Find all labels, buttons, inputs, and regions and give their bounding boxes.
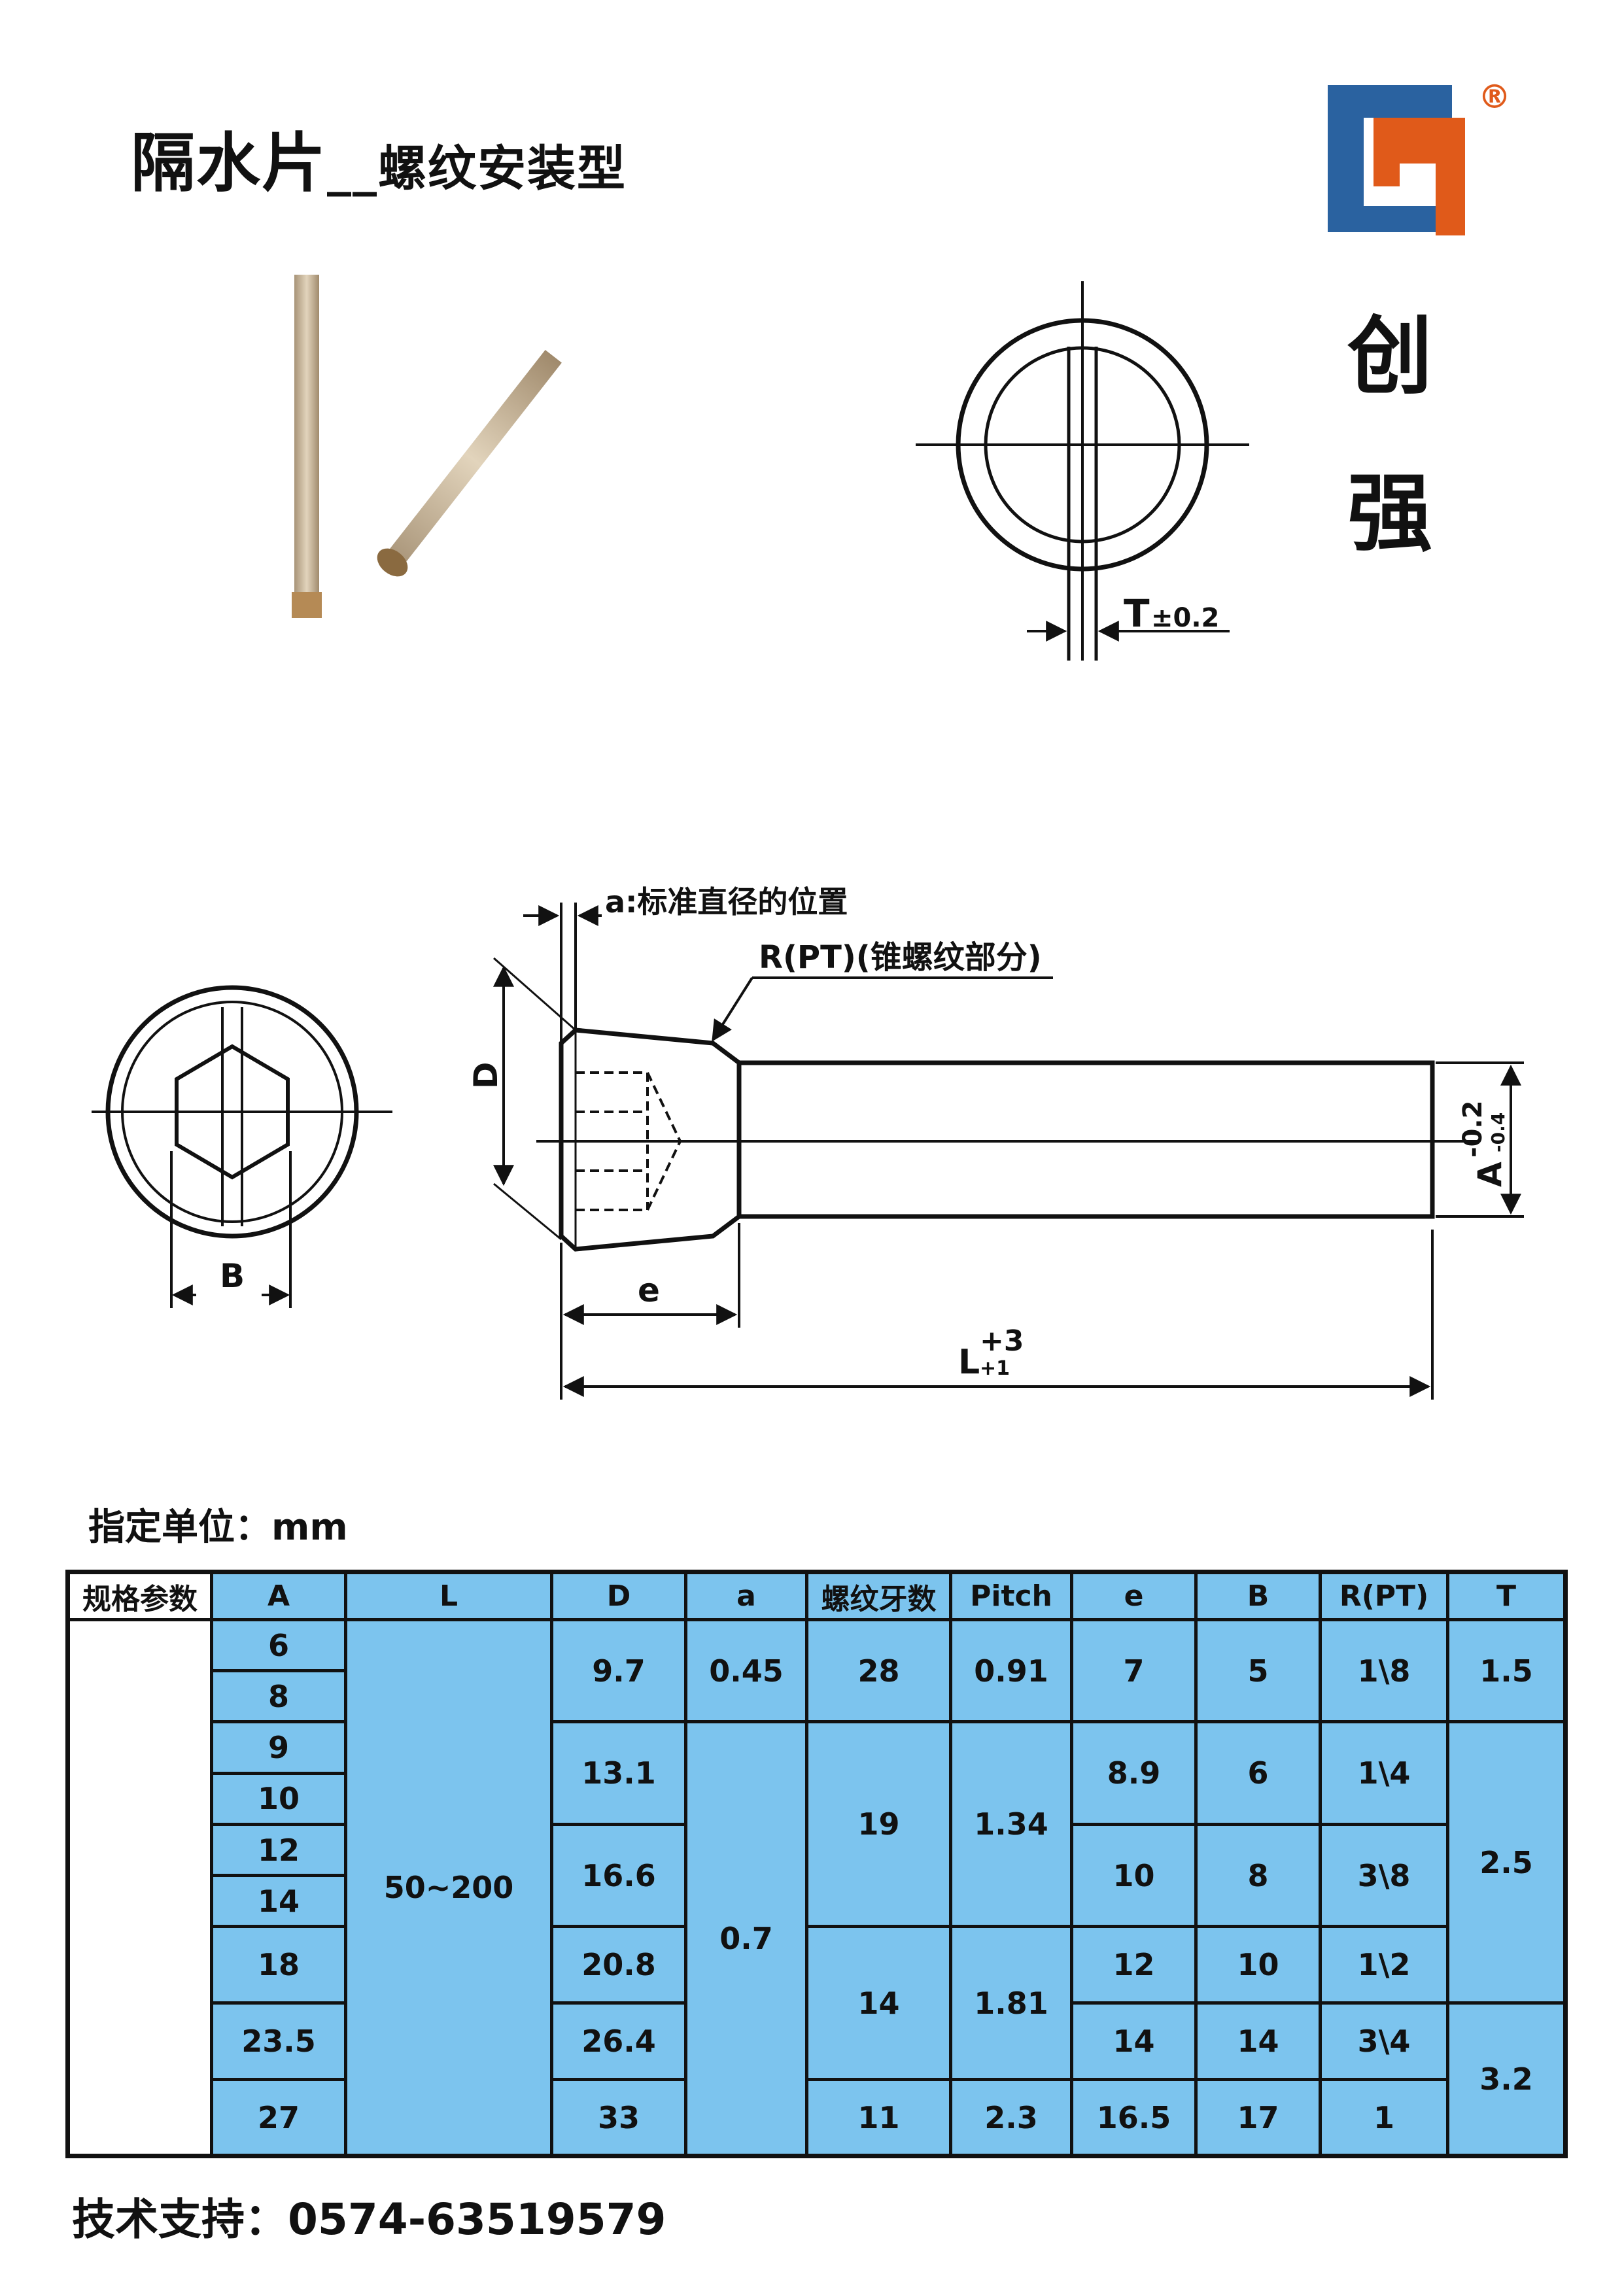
cell-A: 6 <box>210 1618 347 1673</box>
brand-char-1: 创 <box>1347 307 1433 406</box>
support-contact: 技术支持：0574-63519579 <box>72 2194 666 2245</box>
dim-A-tol-lower: -0.4 <box>1487 1112 1509 1152</box>
header-cell: T <box>1446 1570 1567 1622</box>
cell-a: 0.7 <box>684 1720 808 2158</box>
tolerance-T-value: ±0.2 <box>1151 603 1219 633</box>
cell-threads: 19 <box>805 1720 952 1929</box>
table-row: 27 33 11 2.3 16.5 17 1 <box>68 2078 1566 2158</box>
cell-e: 16.5 <box>1070 2078 1198 2158</box>
header-cell: A <box>210 1570 347 1622</box>
cell-A: 23.5 <box>210 2001 347 2082</box>
cell-e: 7 <box>1070 1618 1198 1724</box>
title-main: 隔水片 <box>131 126 328 201</box>
dim-A-label: A <box>1471 1162 1509 1187</box>
spec-table: 规格参数 A L D a 螺纹牙数 Pitch e B R(PT) T 6 50… <box>65 1570 1568 2158</box>
cell-B: 10 <box>1194 1925 1322 2005</box>
cell-pitch: 2.3 <box>949 2078 1073 2158</box>
cell-B: 5 <box>1194 1618 1322 1724</box>
cell-A: 12 <box>210 1822 347 1878</box>
cell-e: 14 <box>1070 2001 1198 2082</box>
header-cell: 规格参数 <box>66 1570 213 1622</box>
cell-threads: 11 <box>805 2078 952 2158</box>
header-cell: e <box>1070 1570 1198 1622</box>
table-row: 23.5 26.4 14 14 3\4 3.2 <box>68 2001 1567 2158</box>
cell-R: 3\8 <box>1319 1822 1449 1929</box>
dim-A-tol-upper: -0.2 <box>1458 1101 1488 1158</box>
dim-L-lower-tol: +1 <box>980 1357 1010 1380</box>
cell-a: 0.45 <box>684 1618 808 1724</box>
cell-T: 1.5 <box>1446 1618 1567 1724</box>
cell-D: 9.7 <box>550 1618 687 1724</box>
cell-T: 2.5 <box>1446 1720 1567 2005</box>
cell-threads: 14 <box>805 1925 952 2082</box>
cell-pitch: 1.34 <box>949 1720 1073 1929</box>
technical-drawing: T ±0.2 B <box>92 275 1524 1400</box>
brand-char-2: 强 <box>1347 464 1433 563</box>
header-cell: L <box>344 1570 553 1622</box>
spec-label-blank <box>66 1618 213 2158</box>
cell-D: 33 <box>550 2078 687 2158</box>
table-header-row: 规格参数 A L D a 螺纹牙数 Pitch e B R(PT) T <box>66 1570 1567 1622</box>
cell-R: 1 <box>1319 2078 1449 2158</box>
table-row: 9 13.1 0.7 19 1.34 8.9 6 1\4 2.5 <box>68 1720 1567 2158</box>
cell-R: 3\4 <box>1319 2001 1449 2082</box>
header-cell: 螺纹牙数 <box>805 1570 952 1622</box>
table-row: 14 <box>68 1874 1566 1929</box>
unit-label: 指定单位：mm <box>88 1506 348 1549</box>
dim-e-label: e <box>638 1271 660 1309</box>
cell-A: 14 <box>210 1874 347 1929</box>
tolerance-T-label: T <box>1124 591 1150 636</box>
cell-A: 27 <box>210 2078 347 2158</box>
cell-R: 1\4 <box>1319 1720 1449 1826</box>
registered-mark: ® <box>1478 78 1511 116</box>
cell-e: 12 <box>1070 1925 1198 2005</box>
cell-R: 1\2 <box>1319 1925 1449 2005</box>
page-title: 隔水片__螺纹安装型 <box>131 111 627 204</box>
cell-B: 8 <box>1194 1822 1322 1929</box>
cell-A: 10 <box>210 1771 347 1826</box>
cell-pitch: 1.81 <box>949 1925 1073 2082</box>
dim-L-upper-tol: +3 <box>980 1324 1024 1358</box>
end-view-slot <box>916 281 1249 661</box>
side-view <box>493 903 1524 1400</box>
table-row: 6 50~200 9.7 0.45 28 0.91 7 5 1\8 1.5 <box>66 1618 1567 2158</box>
cell-D: 20.8 <box>550 1925 687 2005</box>
dim-D-label: D <box>467 1061 505 1089</box>
cell-B: 17 <box>1194 2078 1322 2158</box>
dim-L-label: L <box>958 1343 980 1382</box>
cell-e: 10 <box>1070 1822 1198 1929</box>
cell-pitch: 0.91 <box>949 1618 1073 1724</box>
cell-B: 6 <box>1194 1720 1322 1826</box>
cell-B: 14 <box>1194 2001 1322 2082</box>
cell-T: 3.2 <box>1446 2001 1567 2158</box>
cell-threads: 28 <box>805 1618 952 1724</box>
cell-D: 13.1 <box>550 1720 687 1826</box>
cell-A: 18 <box>210 1925 347 2005</box>
header-cell: R(PT) <box>1319 1570 1449 1622</box>
cell-L: 50~200 <box>344 1618 553 2158</box>
table-row: 12 16.6 10 8 3\8 <box>68 1822 1566 1929</box>
title-sub: __螺纹安装型 <box>327 141 627 197</box>
product-photo-diagonal <box>377 349 562 577</box>
cell-D: 26.4 <box>550 2001 687 2082</box>
header-cell: D <box>550 1570 687 1622</box>
cell-A: 9 <box>210 1720 347 1775</box>
cell-R: 1\8 <box>1319 1618 1449 1724</box>
header-cell: B <box>1194 1570 1322 1622</box>
cell-e: 8.9 <box>1070 1720 1198 1826</box>
header-cell: a <box>684 1570 808 1622</box>
dim-B-label: B <box>220 1257 245 1295</box>
brand-logo: ® <box>1328 78 1511 235</box>
label-R-PT: R(PT)(锥螺纹部分) <box>759 939 1042 976</box>
cell-A: 8 <box>210 1669 347 1724</box>
table-row: 10 <box>68 1771 1566 1826</box>
label-a: a:标准直径的位置 <box>605 884 848 920</box>
product-photo-vertical <box>292 275 322 618</box>
table-row: 18 20.8 14 1.81 12 10 1\2 <box>68 1925 1566 2082</box>
table-row: 8 <box>68 1669 1566 1724</box>
header-cell: Pitch <box>949 1570 1073 1622</box>
end-view-hex <box>92 985 392 1308</box>
cell-D: 16.6 <box>550 1822 687 1929</box>
